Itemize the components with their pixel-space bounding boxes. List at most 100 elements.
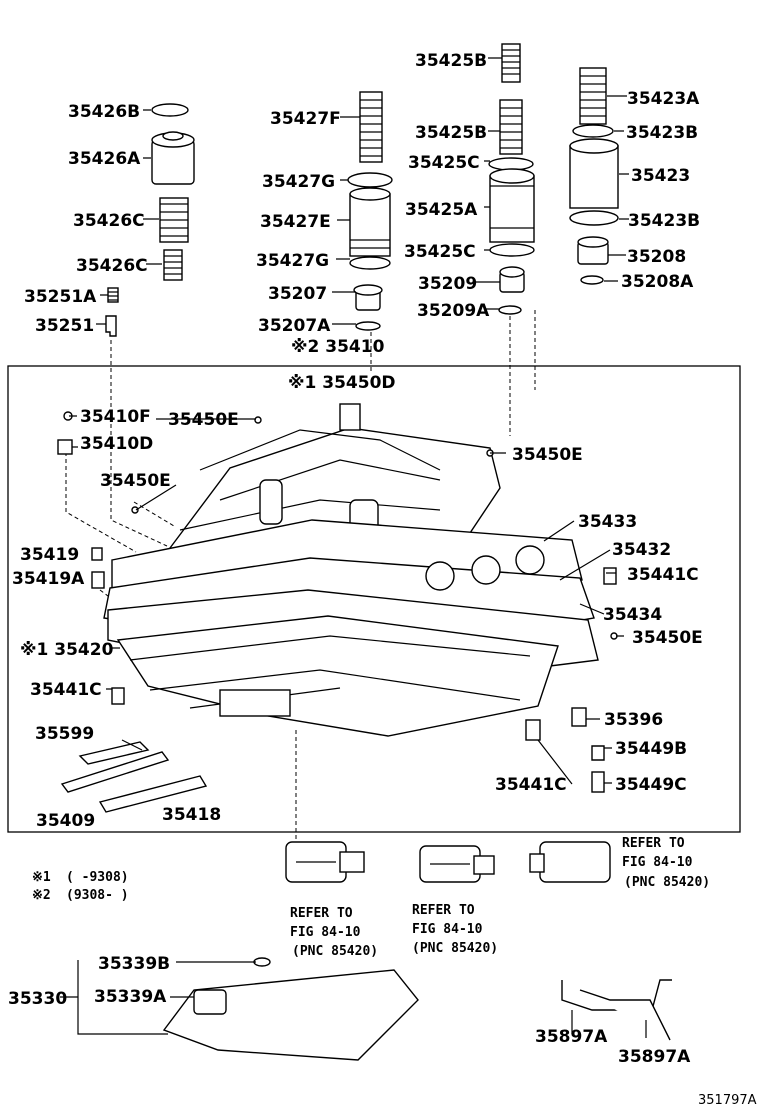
part-label[interactable]: 35426A bbox=[68, 149, 141, 169]
valve-35449b bbox=[591, 745, 605, 761]
part-label[interactable]: 35396 bbox=[604, 710, 663, 730]
spring-35426c bbox=[159, 197, 189, 243]
part-label[interactable]: 35208 bbox=[627, 247, 686, 267]
refer-line: FIG 84-10 bbox=[412, 922, 483, 937]
part-label[interactable]: 35434 bbox=[603, 605, 662, 625]
solenoid-mid bbox=[419, 845, 495, 883]
note-range: ( -9308) bbox=[66, 870, 129, 885]
part-label[interactable]: 35426C bbox=[73, 211, 145, 231]
plug-35441c-left bbox=[111, 687, 125, 705]
part-label[interactable]: 35409 bbox=[36, 811, 95, 831]
plug-35209 bbox=[499, 266, 525, 293]
part-label[interactable]: 35599 bbox=[35, 724, 94, 744]
part-label[interactable]: 35425C bbox=[408, 153, 480, 173]
part-label[interactable]: 35410D bbox=[80, 434, 153, 454]
part-label[interactable]: 35897A bbox=[535, 1027, 608, 1047]
part-label[interactable]: 35207 bbox=[268, 284, 327, 304]
refer-line: (PNC 85420) bbox=[412, 941, 498, 956]
part-label[interactable]: 35427G bbox=[256, 251, 329, 271]
part-label[interactable]: 35209A bbox=[417, 301, 490, 321]
part-label[interactable]: 35426B bbox=[68, 102, 140, 122]
part-label[interactable]: 35426C bbox=[76, 256, 148, 276]
part-label[interactable]: 35423 bbox=[631, 166, 690, 186]
spring-35425b bbox=[499, 99, 523, 155]
refer-line: FIG 84-10 bbox=[622, 855, 693, 870]
refer-line: REFER TO bbox=[290, 906, 353, 921]
lower-valve-body-35420 bbox=[116, 615, 559, 737]
strainer-inlet-35339a bbox=[193, 989, 227, 1015]
part-label[interactable]: 35251A bbox=[24, 287, 97, 307]
spring-35419a bbox=[91, 571, 105, 589]
seal-35427g-lower bbox=[349, 256, 391, 270]
part-label[interactable]: 35441C bbox=[627, 565, 699, 585]
part-label[interactable]: 35450E bbox=[168, 410, 239, 430]
part-label[interactable]: 35251 bbox=[35, 316, 94, 336]
plug-35208 bbox=[577, 236, 609, 265]
o-ring-35209a bbox=[498, 305, 522, 315]
refer-line: FIG 84-10 bbox=[290, 925, 361, 940]
part-label[interactable]: 35423B bbox=[628, 211, 700, 231]
piston-35423 bbox=[569, 138, 619, 209]
part-label[interactable]: 35449B bbox=[615, 739, 687, 759]
detent-35409 bbox=[60, 751, 170, 793]
manual-valve-35418 bbox=[98, 775, 208, 813]
part-label[interactable]: 35425C bbox=[404, 242, 476, 262]
part-label[interactable]: 35427F bbox=[270, 109, 341, 129]
part-label[interactable]: 35450E bbox=[100, 471, 171, 491]
part-label[interactable]: 35423B bbox=[626, 123, 698, 143]
part-label[interactable]: 35427G bbox=[262, 172, 335, 192]
plug-35426a bbox=[151, 131, 195, 185]
ball-35450e-left bbox=[131, 506, 139, 514]
diagram-id: 351797A bbox=[698, 1093, 757, 1108]
check-35419 bbox=[91, 547, 103, 561]
part-label[interactable]: 35441C bbox=[495, 775, 567, 795]
spring-35427f bbox=[359, 91, 383, 163]
part-label[interactable]: 35418 bbox=[162, 805, 221, 825]
part-label[interactable]: 35207A bbox=[258, 316, 331, 336]
part-label[interactable]: 35425B bbox=[415, 51, 487, 71]
part-label[interactable]: 35433 bbox=[578, 512, 637, 532]
part-label[interactable]: 35209 bbox=[418, 274, 477, 294]
part-label[interactable]: 35330 bbox=[8, 989, 67, 1009]
part-label[interactable]: 35410F bbox=[80, 407, 151, 427]
seal-ring-35426b bbox=[151, 103, 189, 117]
part-label[interactable]: 35419 bbox=[20, 545, 79, 565]
part-label[interactable]: 35441C bbox=[30, 680, 102, 700]
part-label[interactable]: 35450E bbox=[512, 445, 583, 465]
lever-35599 bbox=[78, 741, 150, 765]
part-label[interactable]: ※1 35420 bbox=[20, 640, 114, 660]
part-label[interactable]: 35425B bbox=[415, 123, 487, 143]
part-label[interactable]: 35897A bbox=[618, 1047, 691, 1067]
part-label[interactable]: 35427E bbox=[260, 212, 331, 232]
strainer-35330 bbox=[162, 969, 419, 1061]
refer-line: (PNC 85420) bbox=[624, 875, 710, 890]
note-mark: ※1 bbox=[32, 870, 51, 885]
plug-35207 bbox=[353, 284, 383, 311]
solenoid-left bbox=[285, 841, 365, 883]
part-label[interactable]: 35450E bbox=[632, 628, 703, 648]
part-label[interactable]: 35449C bbox=[615, 775, 687, 795]
note-mark: ※2 bbox=[32, 888, 51, 903]
part-label[interactable]: 35339A bbox=[94, 987, 167, 1007]
spring-35426c-small bbox=[163, 249, 183, 281]
part-label[interactable]: 35419A bbox=[12, 569, 85, 589]
seal-35423b-lower bbox=[569, 210, 619, 226]
assembly-label[interactable]: ※2 35410 bbox=[291, 337, 385, 357]
piston-35427e bbox=[349, 187, 391, 257]
part-label[interactable]: 35339B bbox=[98, 954, 170, 974]
part-label[interactable]: 35432 bbox=[612, 540, 671, 560]
part-label[interactable]: 35425A bbox=[405, 200, 478, 220]
assembly-frame bbox=[7, 365, 741, 833]
plug-35441c-right bbox=[603, 567, 617, 585]
seal-35423b bbox=[572, 124, 614, 138]
spring-35425b-top bbox=[501, 43, 521, 83]
part-label[interactable]: 35423A bbox=[627, 89, 700, 109]
plug-35441c-bottom bbox=[525, 719, 541, 741]
o-ring-35208a bbox=[580, 275, 604, 285]
part-label[interactable]: 35208A bbox=[621, 272, 694, 292]
part-label[interactable]: ※1 35450D bbox=[288, 373, 396, 393]
refer-line: (PNC 85420) bbox=[292, 944, 378, 959]
